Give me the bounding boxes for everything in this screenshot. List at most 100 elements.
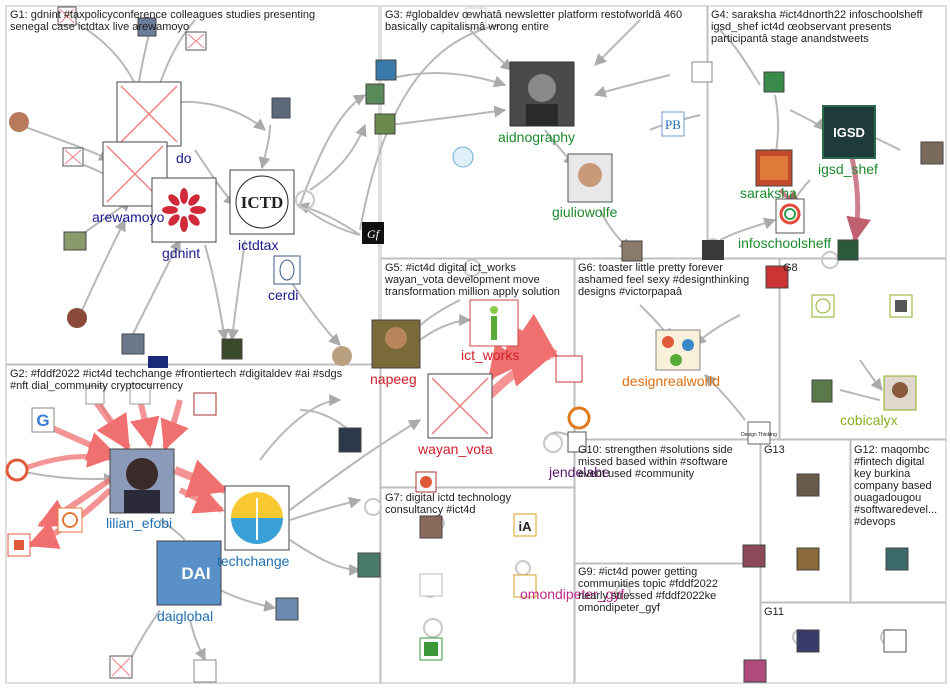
edge (414, 299, 461, 331)
label-omondipeter-gyf: omondipeter_gyf (520, 586, 624, 602)
group-box-g8 (779, 258, 947, 440)
hub-labels: do arewamoyo gdnint ictdtax cerdi aidnog… (92, 129, 898, 624)
group-label-g13: G13 (764, 444, 785, 456)
node-gdnint[interactable] (151, 177, 217, 243)
svg-text:G: G (36, 411, 49, 430)
node-aidnography[interactable] (509, 61, 575, 127)
label-lilian-efobi: lilian_efobi (106, 515, 172, 531)
self-loop (821, 251, 839, 269)
node-saraksha[interactable] (755, 149, 793, 187)
node-small-g8[interactable] (811, 294, 913, 403)
node-small-g1[interactable]: Gf (9, 6, 384, 368)
edge (859, 359, 883, 391)
edge (14, 469, 117, 486)
node-lilian-efobi[interactable] (109, 448, 175, 514)
edge (129, 399, 160, 448)
edge (258, 124, 271, 170)
label-aidnography: aidnography (498, 129, 575, 145)
group-label-g7: G7: digital ictd technology consultancy … (385, 492, 511, 516)
group-box-g11 (760, 602, 947, 684)
label-cerdi: cerdi (268, 287, 298, 303)
node-ictdtax[interactable]: ICTD (229, 169, 295, 235)
edge (719, 29, 761, 86)
label-daiglobal: daiglobal (157, 608, 213, 624)
edge (160, 399, 189, 451)
node-daiglobal[interactable]: DAI (156, 540, 222, 606)
label-arewamoyo-fragment: do (176, 150, 192, 166)
edge (189, 619, 206, 662)
edge (259, 394, 342, 461)
edge (129, 238, 181, 341)
label-giuliowolfe: giuliowolfe (552, 204, 618, 220)
group-label-g8: G8 (783, 262, 798, 274)
node-small-g12-g13[interactable] (796, 473, 909, 653)
edge (299, 94, 367, 206)
edges-gray (14, 19, 901, 662)
label-napeeg: napeeg (370, 371, 417, 387)
edge (43, 422, 118, 461)
node-arewamoyo-upper[interactable] (116, 81, 182, 147)
node-ict-works[interactable] (469, 299, 519, 347)
label-jendelabe: jendelabe (548, 464, 610, 480)
node-designrealworld[interactable] (655, 329, 701, 371)
self-loop (423, 618, 443, 638)
node-small-g4[interactable] (702, 71, 944, 261)
node-cerdi[interactable] (273, 255, 301, 285)
group-box-g9 (574, 563, 761, 684)
edge (173, 459, 229, 498)
edge (694, 314, 741, 346)
node-small-g10[interactable] (742, 544, 767, 683)
ia-logo-text: iA (519, 519, 533, 534)
label-igsd-shef: igsd_shef (818, 161, 878, 177)
edge (289, 496, 362, 521)
edge (19, 442, 113, 473)
node-small-g7[interactable]: iA (419, 513, 537, 661)
edge (159, 519, 186, 541)
edge (227, 239, 246, 342)
node-igsd-shef[interactable]: IGSD (822, 105, 876, 159)
edge (469, 29, 513, 71)
edge (593, 74, 671, 98)
node-small-g6[interactable]: Design Thinking (567, 265, 789, 453)
group-box-g4 (707, 5, 947, 259)
node-cobicalyx[interactable] (883, 375, 917, 411)
node-small-g3[interactable]: PB (365, 7, 713, 262)
label-techchange: techchange (217, 553, 290, 569)
ictd-logo-text: ICTD (241, 193, 284, 212)
node-giuliowolfe[interactable] (567, 153, 613, 203)
edge (359, 24, 501, 231)
edge (289, 539, 362, 576)
group-box-g6 (574, 258, 780, 440)
group-label-g3: G3: #globaldev œwhatâ newsletter platfor… (385, 9, 683, 33)
group-box-g2 (5, 364, 381, 684)
igsd-logo-text: IGSD (833, 125, 865, 140)
self-loop (364, 498, 382, 516)
node-napeeg[interactable] (371, 319, 421, 369)
node-wayan-vota[interactable] (427, 373, 493, 439)
group-label-g10: G10: strengthen #solutions side missed b… (578, 444, 733, 480)
label-gdnint: gdnint (162, 245, 200, 261)
self-loop (463, 259, 481, 277)
edge (839, 389, 881, 401)
label-infoschoolsheff: infoschoolsheff (738, 235, 831, 251)
label-ict-works: ict_works (461, 347, 519, 363)
label-saraksha: saraksha (740, 185, 797, 201)
group-label-g9: G9: #ict4d power getting communities top… (578, 566, 719, 614)
node-techchange[interactable] (224, 485, 290, 551)
edge (289, 279, 341, 346)
label-wayan-vota: wayan_vota (417, 441, 493, 457)
group-label-g4: G4: saraksha #ict4dnorth22 infoschoolshe… (711, 9, 923, 45)
edge (719, 217, 777, 241)
edge (384, 72, 507, 88)
node-small-g5[interactable] (415, 355, 583, 493)
label-designrealworld: designrealworld (622, 373, 720, 389)
edge (419, 314, 472, 341)
group-box-g12 (850, 439, 947, 603)
group-label-g12: G12: maqombc #fintech digital key burkin… (854, 444, 938, 528)
self-loop (295, 190, 315, 210)
design-thinking-text: Design Thinking (741, 432, 777, 438)
edge (79, 218, 126, 316)
node-small-g2[interactable]: G (5, 383, 381, 683)
node-infoschoolsheff[interactable] (775, 198, 805, 234)
